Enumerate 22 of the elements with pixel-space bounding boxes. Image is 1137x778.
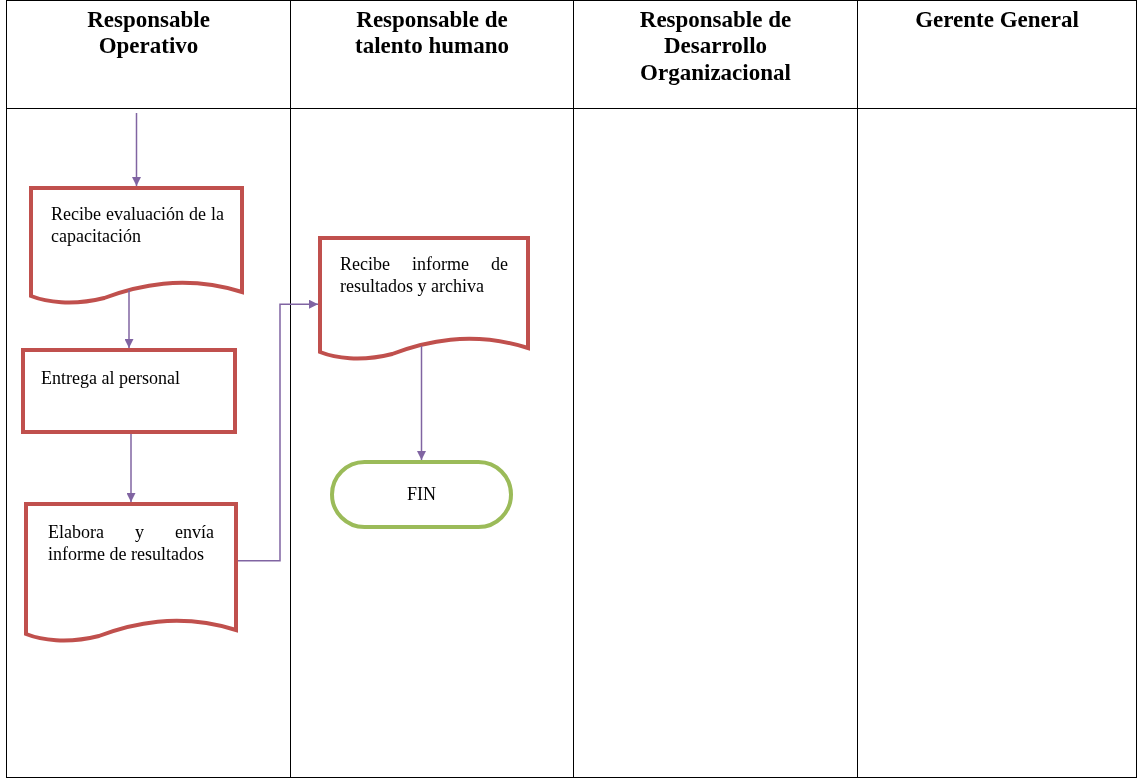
step-text: Recibe informe de resultados y archiva [340,254,508,298]
arrow [417,345,426,461]
swimlane [6,0,291,778]
step-text: Elabora y envía informe de resultados [48,522,214,566]
lane-header: Responsable de Desarrollo Organizacional [638,7,793,87]
step-text: FIN [406,483,437,506]
document-shape [318,236,530,360]
swimlane [857,0,1137,778]
document-shape [24,502,238,642]
arrow [237,299,319,562]
lane-header: Gerente General [915,7,1079,34]
step-text: Recibe evaluación de la capacitación [51,204,224,248]
arrow [124,289,134,349]
arrow [126,433,136,503]
document-shape [29,186,244,304]
arrow [132,112,141,187]
lane-header: Responsable Operativo [86,7,211,60]
swimlane [573,0,858,778]
step-text: Entrega al personal [41,368,181,390]
lane-header: Responsable de talento humano [354,7,510,60]
swimlane [290,0,574,778]
process-box [21,348,237,434]
